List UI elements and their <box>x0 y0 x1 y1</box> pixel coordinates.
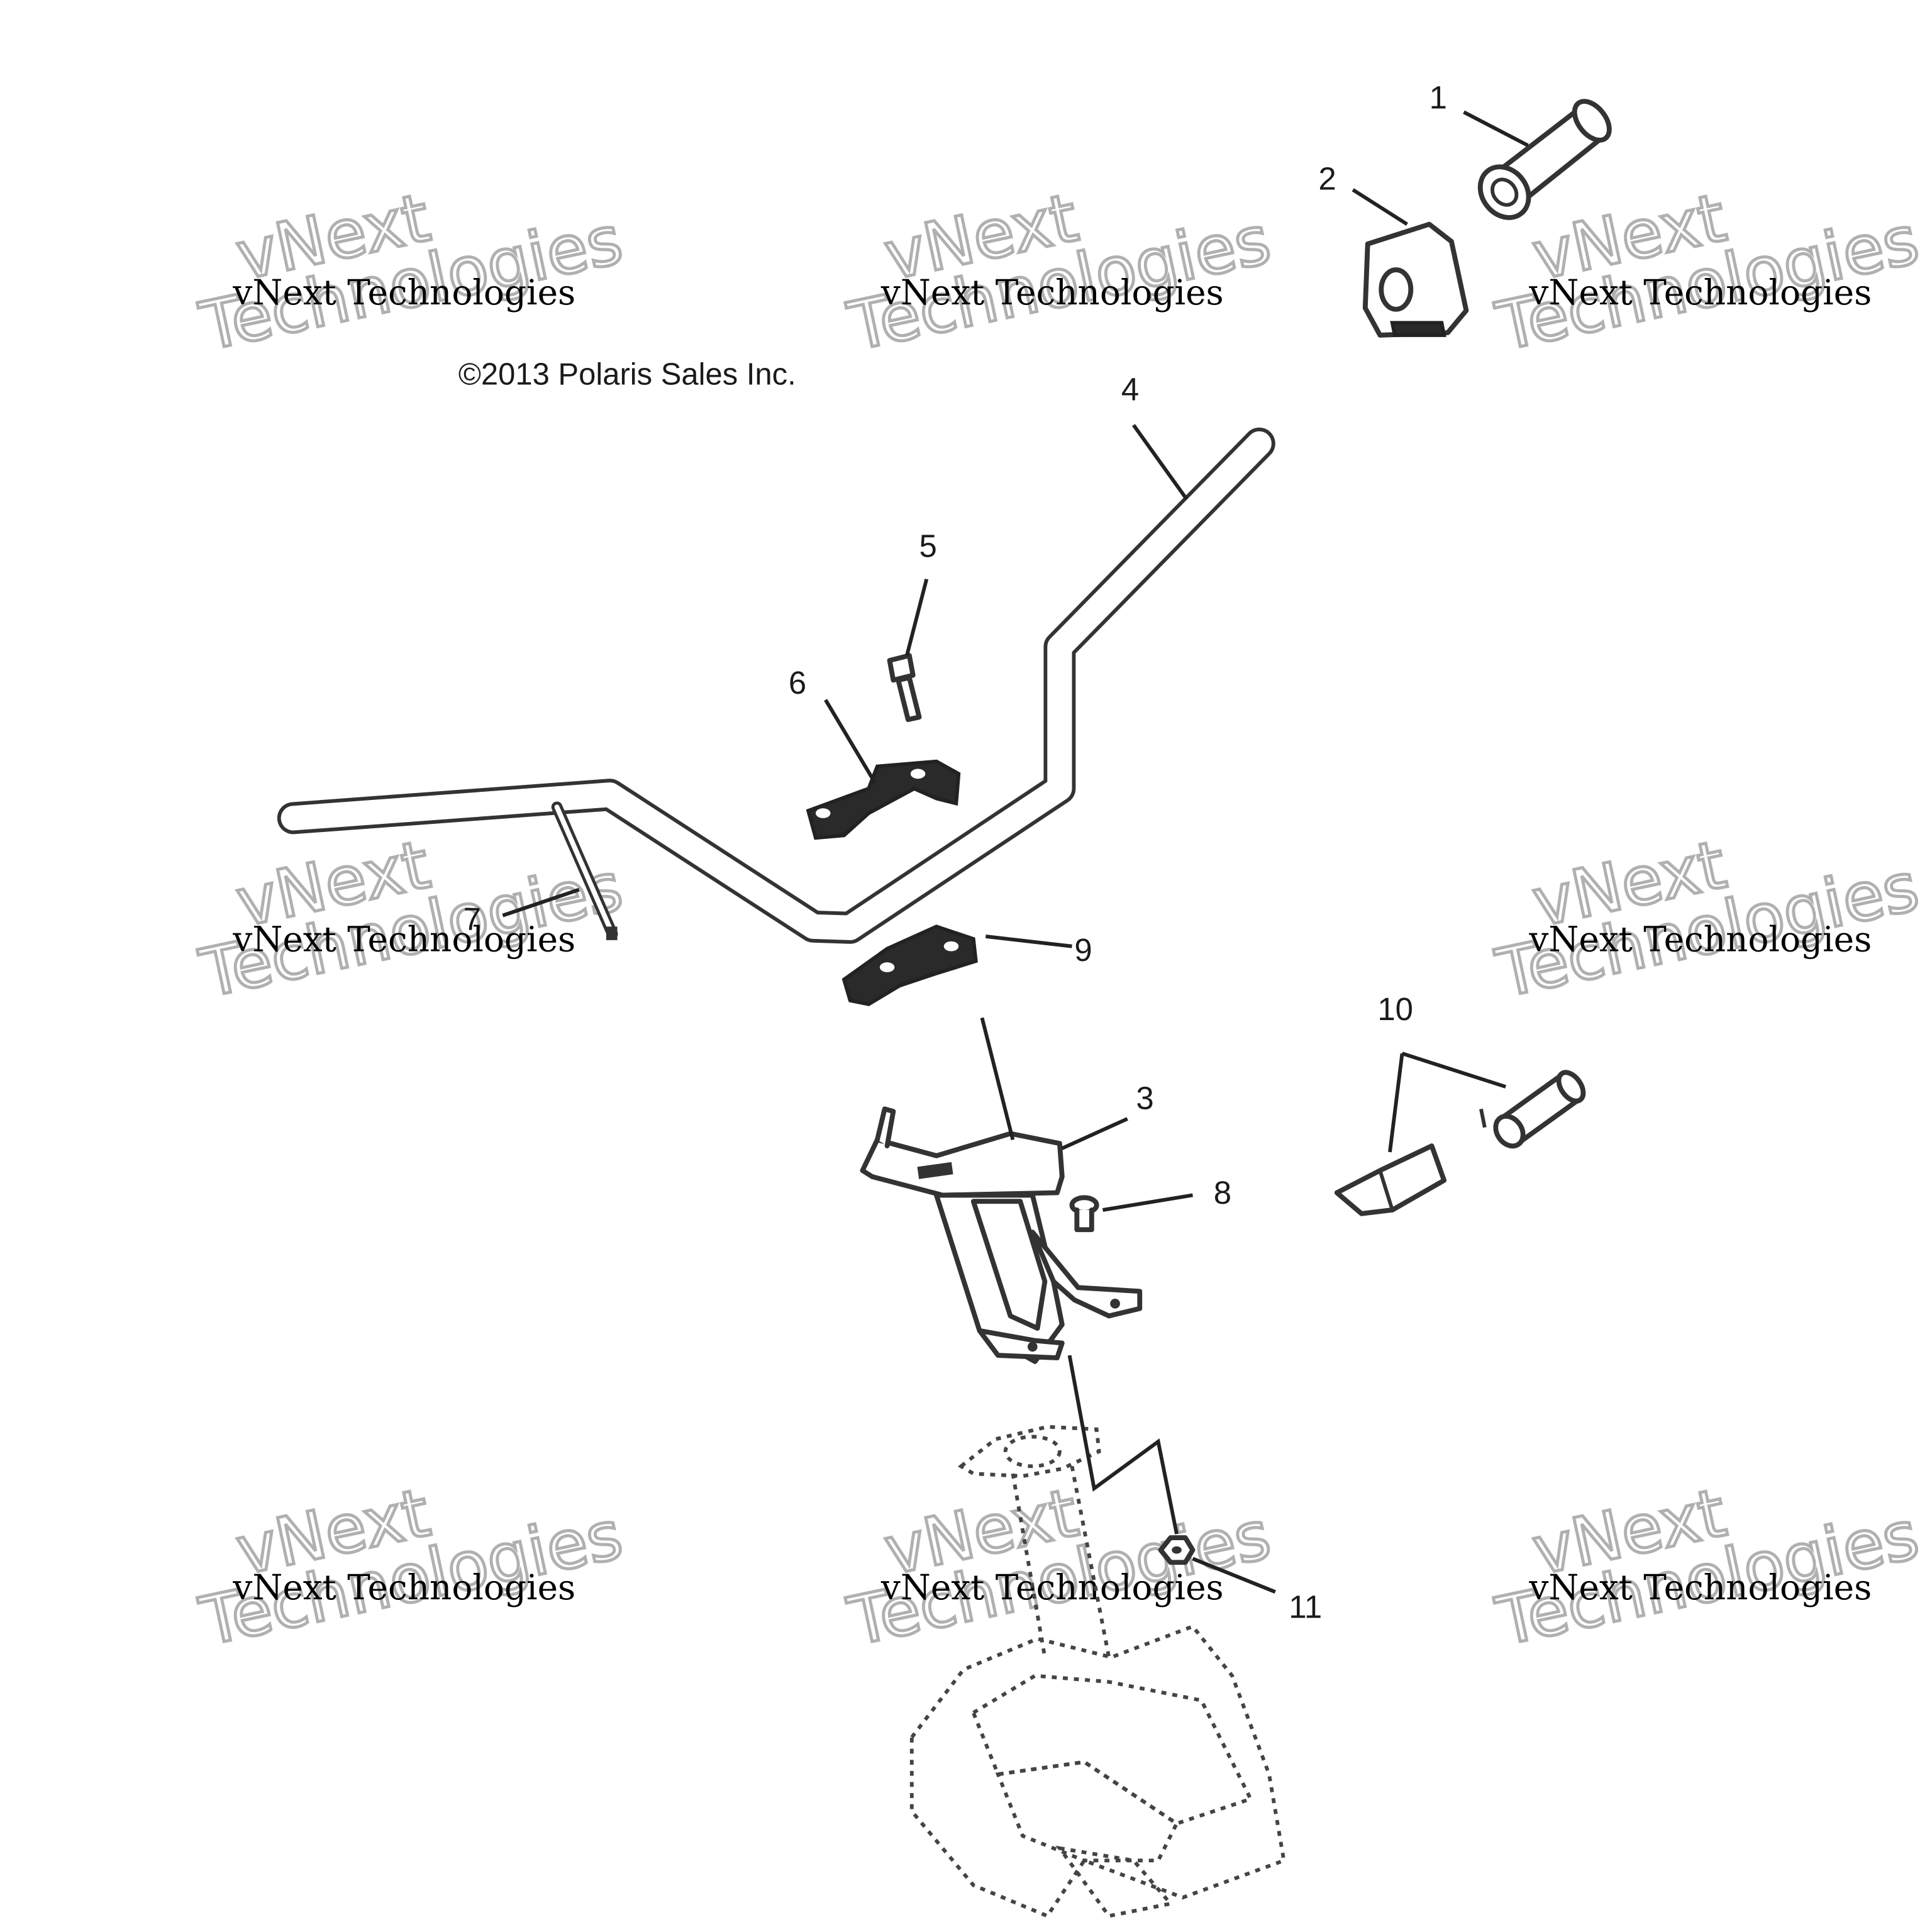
watermark-top-center: vNext Technologies vNext Technologies <box>840 177 1278 367</box>
screw <box>1069 1195 1099 1233</box>
svg-text:vNext Technologies: vNext Technologies <box>1528 919 1872 959</box>
watermark-bottom-center: vNext Technologies vNext Technologies <box>840 1472 1278 1662</box>
watermark-top-right: vNext Technologies vNext Technologies <box>1489 177 1926 367</box>
svg-text:vNext Technologies: vNext Technologies <box>880 1567 1224 1607</box>
cable-tie <box>551 801 618 940</box>
bolt <box>887 653 922 723</box>
handlebar <box>277 427 1275 944</box>
nut <box>1158 1535 1196 1565</box>
callout-7: 7 <box>464 901 481 937</box>
svg-text:vNext Technologies: vNext Technologies <box>232 919 575 959</box>
callout-10: 10 <box>1377 991 1413 1027</box>
callout-2: 2 <box>1318 161 1336 197</box>
watermark-top-left: vNext Technologies vNext Technologies <box>192 177 630 367</box>
watermark-bottom-left: vNext Technologies vNext Technologies <box>192 1472 630 1662</box>
grip <box>1477 99 1612 220</box>
svg-text:vNext Technologies: vNext Technologies <box>1528 1567 1872 1607</box>
switch-cover <box>1334 1143 1447 1216</box>
handlebar-clamp-lower <box>841 924 978 1006</box>
callout-5: 5 <box>919 528 937 564</box>
switch-barrel <box>1479 1070 1586 1149</box>
handlebar-clamp-upper <box>806 759 961 840</box>
callout-4: 4 <box>1121 372 1139 408</box>
steering-housing <box>909 1424 1286 1919</box>
callout-6: 6 <box>789 665 806 701</box>
callout-1: 1 <box>1430 79 1447 115</box>
svg-text:vNext Technologies: vNext Technologies <box>232 272 575 313</box>
callout-11: 11 <box>1289 1589 1322 1624</box>
copyright-text: ©2013 Polaris Sales Inc. <box>458 357 796 391</box>
svg-text:vNext Technologies: vNext Technologies <box>232 1567 575 1607</box>
callout-9: 9 <box>1074 932 1092 968</box>
throttle-housing <box>1362 221 1469 338</box>
leader-lines <box>502 110 1529 1594</box>
watermark-mid-right: vNext Technologies vNext Technologies <box>1489 824 1926 1014</box>
callout-3: 3 <box>1136 1080 1153 1116</box>
svg-text:vNext Technologies: vNext Technologies <box>880 272 1224 313</box>
svg-text:vNext Technologies: vNext Technologies <box>1528 272 1872 313</box>
mounting-bracket <box>860 1106 1143 1364</box>
watermark-bottom-right: vNext Technologies vNext Technologies <box>1489 1472 1926 1662</box>
callout-8: 8 <box>1214 1175 1231 1211</box>
